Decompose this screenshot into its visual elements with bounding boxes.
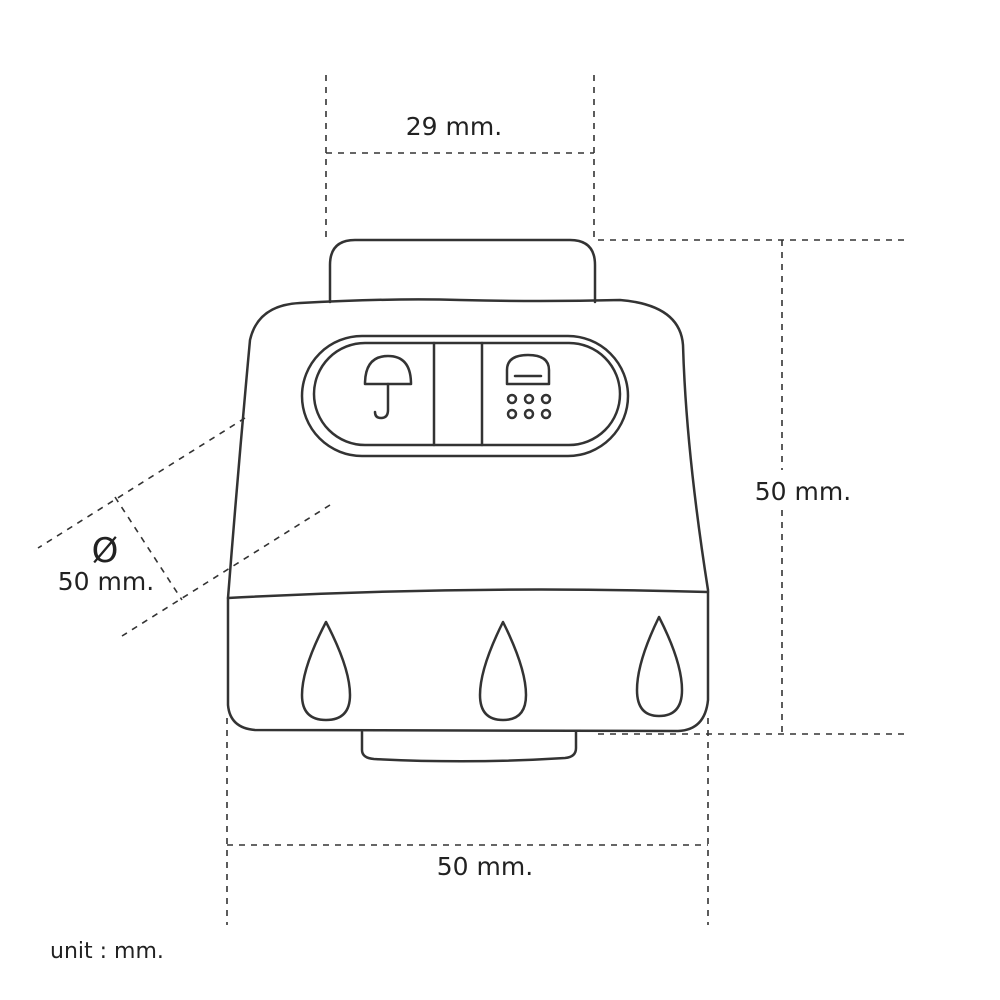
bottom-nozzle <box>360 729 578 763</box>
water-drop-icon <box>478 620 528 722</box>
aerator-body <box>226 238 710 763</box>
bottom-width-dimension: 50 mm. <box>226 718 709 925</box>
height-dimension: 50 mm. <box>598 239 905 735</box>
switch-inner <box>312 341 622 447</box>
bottom-width-label: 50 mm. <box>437 852 533 881</box>
unit-note: unit : mm. <box>50 939 164 964</box>
switch-outer <box>300 334 630 458</box>
shower-icon <box>505 353 552 420</box>
diameter-label: 50 mm. <box>58 567 154 596</box>
top-width-label: 29 mm. <box>406 112 502 141</box>
water-drop-icon <box>300 620 352 722</box>
top-width-dimension: 29 mm. <box>325 75 595 240</box>
mode-switch-panel <box>300 334 630 458</box>
diameter-dimension: Ø 50 mm. <box>37 417 331 637</box>
diameter-symbol: Ø <box>92 531 119 571</box>
main-housing <box>226 298 710 733</box>
housing-divider <box>226 588 710 600</box>
top-cap <box>328 238 597 304</box>
water-drop-icons <box>300 615 684 722</box>
umbrella-icon <box>363 354 413 420</box>
water-drop-icon <box>635 615 684 718</box>
height-label: 50 mm. <box>755 477 851 506</box>
